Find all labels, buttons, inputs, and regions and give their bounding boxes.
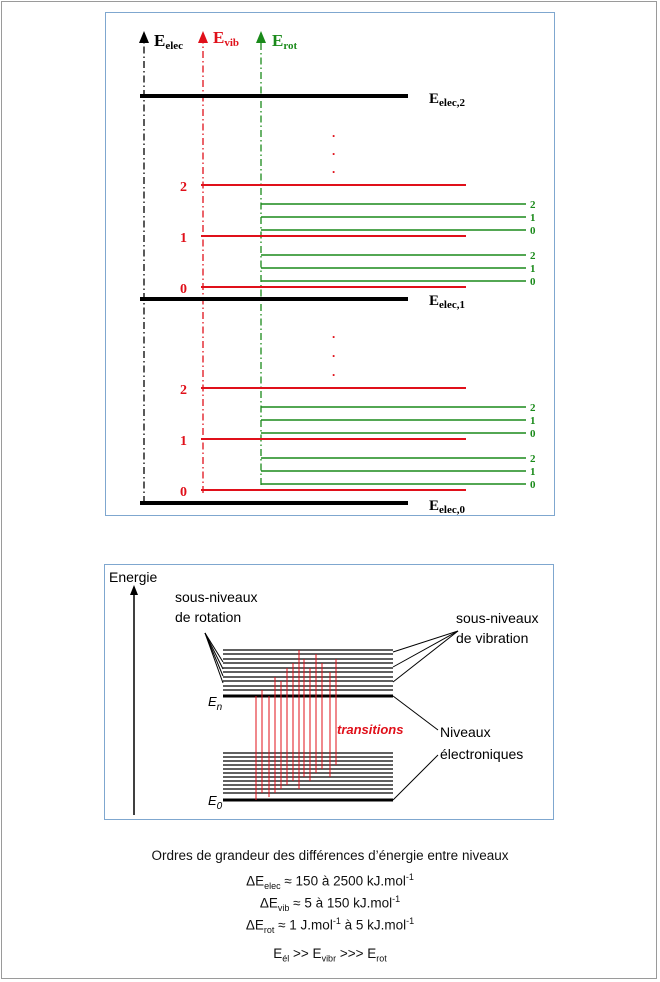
rot-label-1: 1 (530, 466, 536, 478)
vib-label-0: 0 (180, 282, 187, 297)
energy-axis-arrow (130, 585, 138, 595)
transition-lines (255, 650, 337, 800)
upper-sublevels (223, 649, 393, 691)
elec-level-2-label: Eelec,2 (429, 91, 465, 109)
energy-levels-diagram: Eelec Evib Erot Eelec,2 Eelec,1 Eelec,0 … (105, 12, 555, 516)
energy-levels-svg: Eelec Evib Erot Eelec,2 Eelec,1 Eelec,0 … (139, 28, 536, 516)
electronic-label-line2: électroniques (440, 746, 523, 762)
caption-delta-vib: ΔEvib ≈ 5 à 150 kJ.mol-1 (259, 894, 401, 914)
dot: . (332, 364, 335, 379)
dot: . (332, 143, 335, 158)
rot-axis-label: Erot (272, 31, 298, 52)
vib-axis-arrow (198, 31, 208, 43)
vibration-pointers (392, 630, 459, 683)
caption-delta-elec: ΔEelec ≈ 150 à 2500 kJ.mol-1 (246, 872, 414, 892)
elec-axis-arrow (139, 31, 149, 43)
caption-delta-rot: ΔErot ≈ 1 J.mol-1 à 5 kJ.mol-1 (245, 916, 415, 936)
elec-axis-label: Eelec (154, 31, 183, 52)
vib-label-0: 0 (180, 485, 187, 500)
rot-label-1: 1 (530, 415, 536, 427)
vib-label-2: 2 (180, 180, 187, 195)
vibration-label-line1: sous-niveaux (456, 610, 539, 626)
rot-label-0: 0 (530, 225, 536, 237)
vib-label-1: 1 (180, 434, 187, 449)
vib-axis-label: Evib (213, 28, 239, 49)
rot-axis-arrow (256, 31, 266, 43)
rot-label-2: 2 (530, 402, 536, 414)
rot-label-0: 0 (530, 479, 536, 491)
rot-label-0: 0 (530, 276, 536, 288)
rot-label-2: 2 (530, 199, 536, 211)
rotation-pointers (204, 632, 224, 684)
dot: . (332, 326, 335, 341)
caption-energy-order: Eél >> Evibr >>> Erot (273, 946, 387, 964)
rot-label-1: 1 (530, 263, 536, 275)
rotation-label-line1: sous-niveaux (175, 589, 258, 605)
caption-title: Ordres de grandeur des différences d’éne… (0, 848, 660, 863)
electronic-label-line1: Niveaux (440, 724, 491, 740)
dot: . (332, 125, 335, 140)
vibration-label-line2: de vibration (456, 630, 528, 646)
rot-label-1: 1 (530, 212, 536, 224)
vib-label-2: 2 (180, 383, 187, 398)
transitions-svg: Energie (109, 569, 539, 815)
vib-label-1: 1 (180, 231, 187, 246)
electronic-pointers (392, 695, 439, 801)
rot-label-2: 2 (530, 250, 536, 262)
energy-label: Energie (109, 569, 157, 585)
rotation-label-line2: de rotation (175, 609, 241, 625)
level-e0-label: E0 (208, 793, 223, 812)
transitions-label: transitions (337, 722, 403, 737)
dot: . (332, 345, 335, 360)
lower-sublevels (223, 752, 393, 794)
rot-label-0: 0 (530, 428, 536, 440)
caption-title-text: Ordres de grandeur des différences d’éne… (151, 848, 509, 863)
dot: . (332, 161, 335, 176)
level-en-label: En (208, 694, 223, 713)
transitions-diagram: Energie (104, 564, 554, 820)
rot-label-2: 2 (530, 453, 536, 465)
elec-level-0-label: Eelec,0 (429, 498, 465, 516)
elec-level-1-label: Eelec,1 (429, 293, 465, 311)
